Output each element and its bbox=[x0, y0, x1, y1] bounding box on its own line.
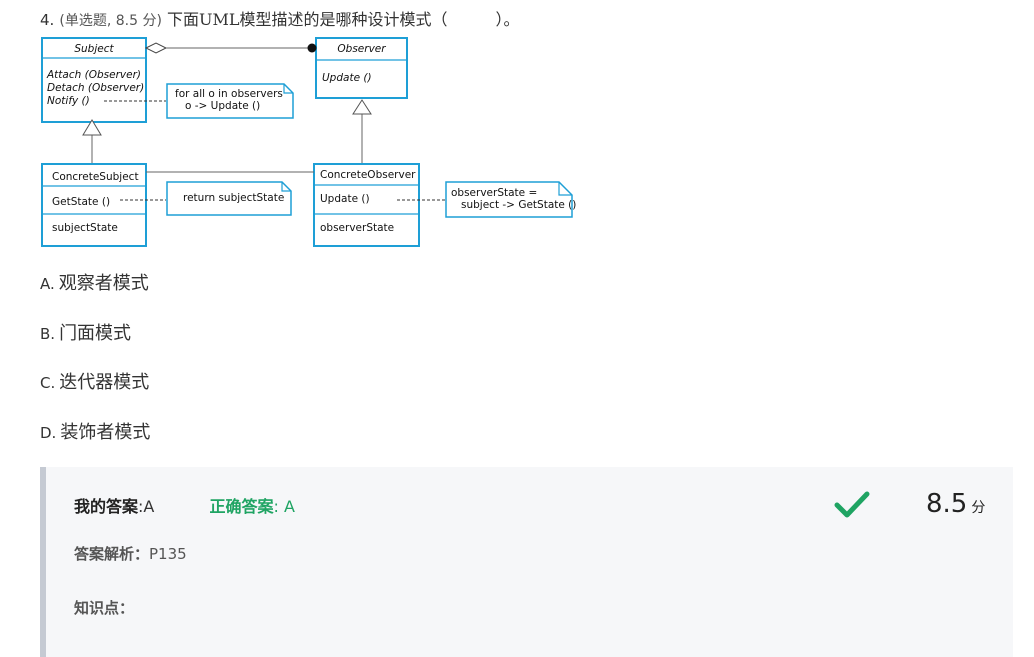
aggregation-diamond bbox=[144, 42, 168, 54]
score-value: 8.5 bbox=[926, 489, 968, 519]
notify-note-line: for all o in observers bbox=[175, 88, 283, 100]
option-letter: B. bbox=[40, 324, 56, 343]
option-d[interactable]: D. 装饰者模式 bbox=[40, 421, 150, 471]
question-title: 4. (单选题, 8.5 分) 下面UML模型描述的是哪种设计模式（ ）。 bbox=[40, 6, 520, 30]
concrete-observer-op: Update () bbox=[320, 193, 370, 205]
answer-row: 我的答案:A 正确答案: A bbox=[74, 493, 295, 517]
option-text: 迭代器模式 bbox=[59, 372, 150, 393]
options-list: A. 观察者模式 B. 门面模式 C. 迭代器模式 D. 装饰者模式 bbox=[40, 272, 150, 470]
observer-class-box bbox=[315, 37, 408, 99]
correct-answer-value: : A bbox=[273, 497, 295, 516]
option-letter: A. bbox=[40, 275, 55, 293]
concrete-observer-attr: observerState bbox=[320, 222, 394, 234]
option-b[interactable]: B. 门面模式 bbox=[40, 322, 150, 372]
concrete-observer-box bbox=[313, 163, 420, 247]
inheritance-triangle bbox=[352, 99, 372, 115]
subject-op: Notify () bbox=[47, 95, 90, 107]
knowledge-label: 知识点： bbox=[74, 599, 135, 617]
subject-op: Detach (Observer) bbox=[47, 82, 144, 94]
option-text: 装饰者模式 bbox=[60, 421, 151, 443]
analysis-value: P135 bbox=[149, 545, 187, 563]
getstate-note bbox=[166, 181, 292, 216]
knowledge-row: 知识点： bbox=[74, 597, 134, 618]
observer-op: Update () bbox=[322, 72, 372, 84]
notify-note-line: o -> Update () bbox=[185, 100, 260, 112]
my-answer-value: :A bbox=[138, 497, 155, 516]
my-answer-label: 我的答案 bbox=[74, 497, 139, 516]
correct-answer-label: 正确答案 bbox=[209, 497, 274, 516]
notify-note bbox=[166, 83, 294, 119]
getstate-note-line: return subjectState bbox=[183, 192, 284, 204]
analysis-row: 答案解析：P135 bbox=[74, 543, 187, 564]
update-note bbox=[445, 181, 573, 218]
option-a[interactable]: A. 观察者模式 bbox=[40, 272, 150, 322]
option-text: 门面模式 bbox=[59, 322, 132, 344]
check-icon bbox=[832, 489, 872, 521]
concrete-subject-attr: subjectState bbox=[52, 222, 118, 234]
concrete-observer-name: ConcreteObserver bbox=[320, 169, 416, 181]
association-end-dot bbox=[307, 43, 317, 53]
uml-diagram: Subject Attach (Observer) Detach (Observ… bbox=[40, 34, 576, 248]
concrete-subject-op: GetState () bbox=[52, 196, 110, 208]
question-meta: (单选题, 8.5 分) bbox=[59, 13, 162, 29]
observer-class-name: Observer bbox=[337, 43, 386, 55]
question-number: 4. bbox=[40, 11, 55, 29]
score-unit: 分 bbox=[971, 500, 986, 516]
update-note-line: subject -> GetState () bbox=[461, 199, 576, 211]
question-text: 下面UML模型描述的是哪种设计模式（ ）。 bbox=[167, 10, 520, 29]
analysis-label: 答案解析： bbox=[74, 545, 150, 563]
update-note-line: observerState = bbox=[451, 187, 537, 199]
option-letter: C. bbox=[40, 374, 56, 392]
option-letter: D. bbox=[40, 423, 57, 442]
concrete-subject-name: ConcreteSubject bbox=[52, 171, 139, 183]
subject-class-box bbox=[41, 37, 147, 123]
option-text: 观察者模式 bbox=[58, 273, 149, 294]
subject-class-name: Subject bbox=[74, 43, 114, 55]
option-c[interactable]: C. 迭代器模式 bbox=[40, 371, 150, 421]
concrete-subject-box bbox=[41, 163, 147, 247]
subject-op: Attach (Observer) bbox=[46, 69, 141, 81]
inheritance-triangle bbox=[82, 119, 102, 136]
